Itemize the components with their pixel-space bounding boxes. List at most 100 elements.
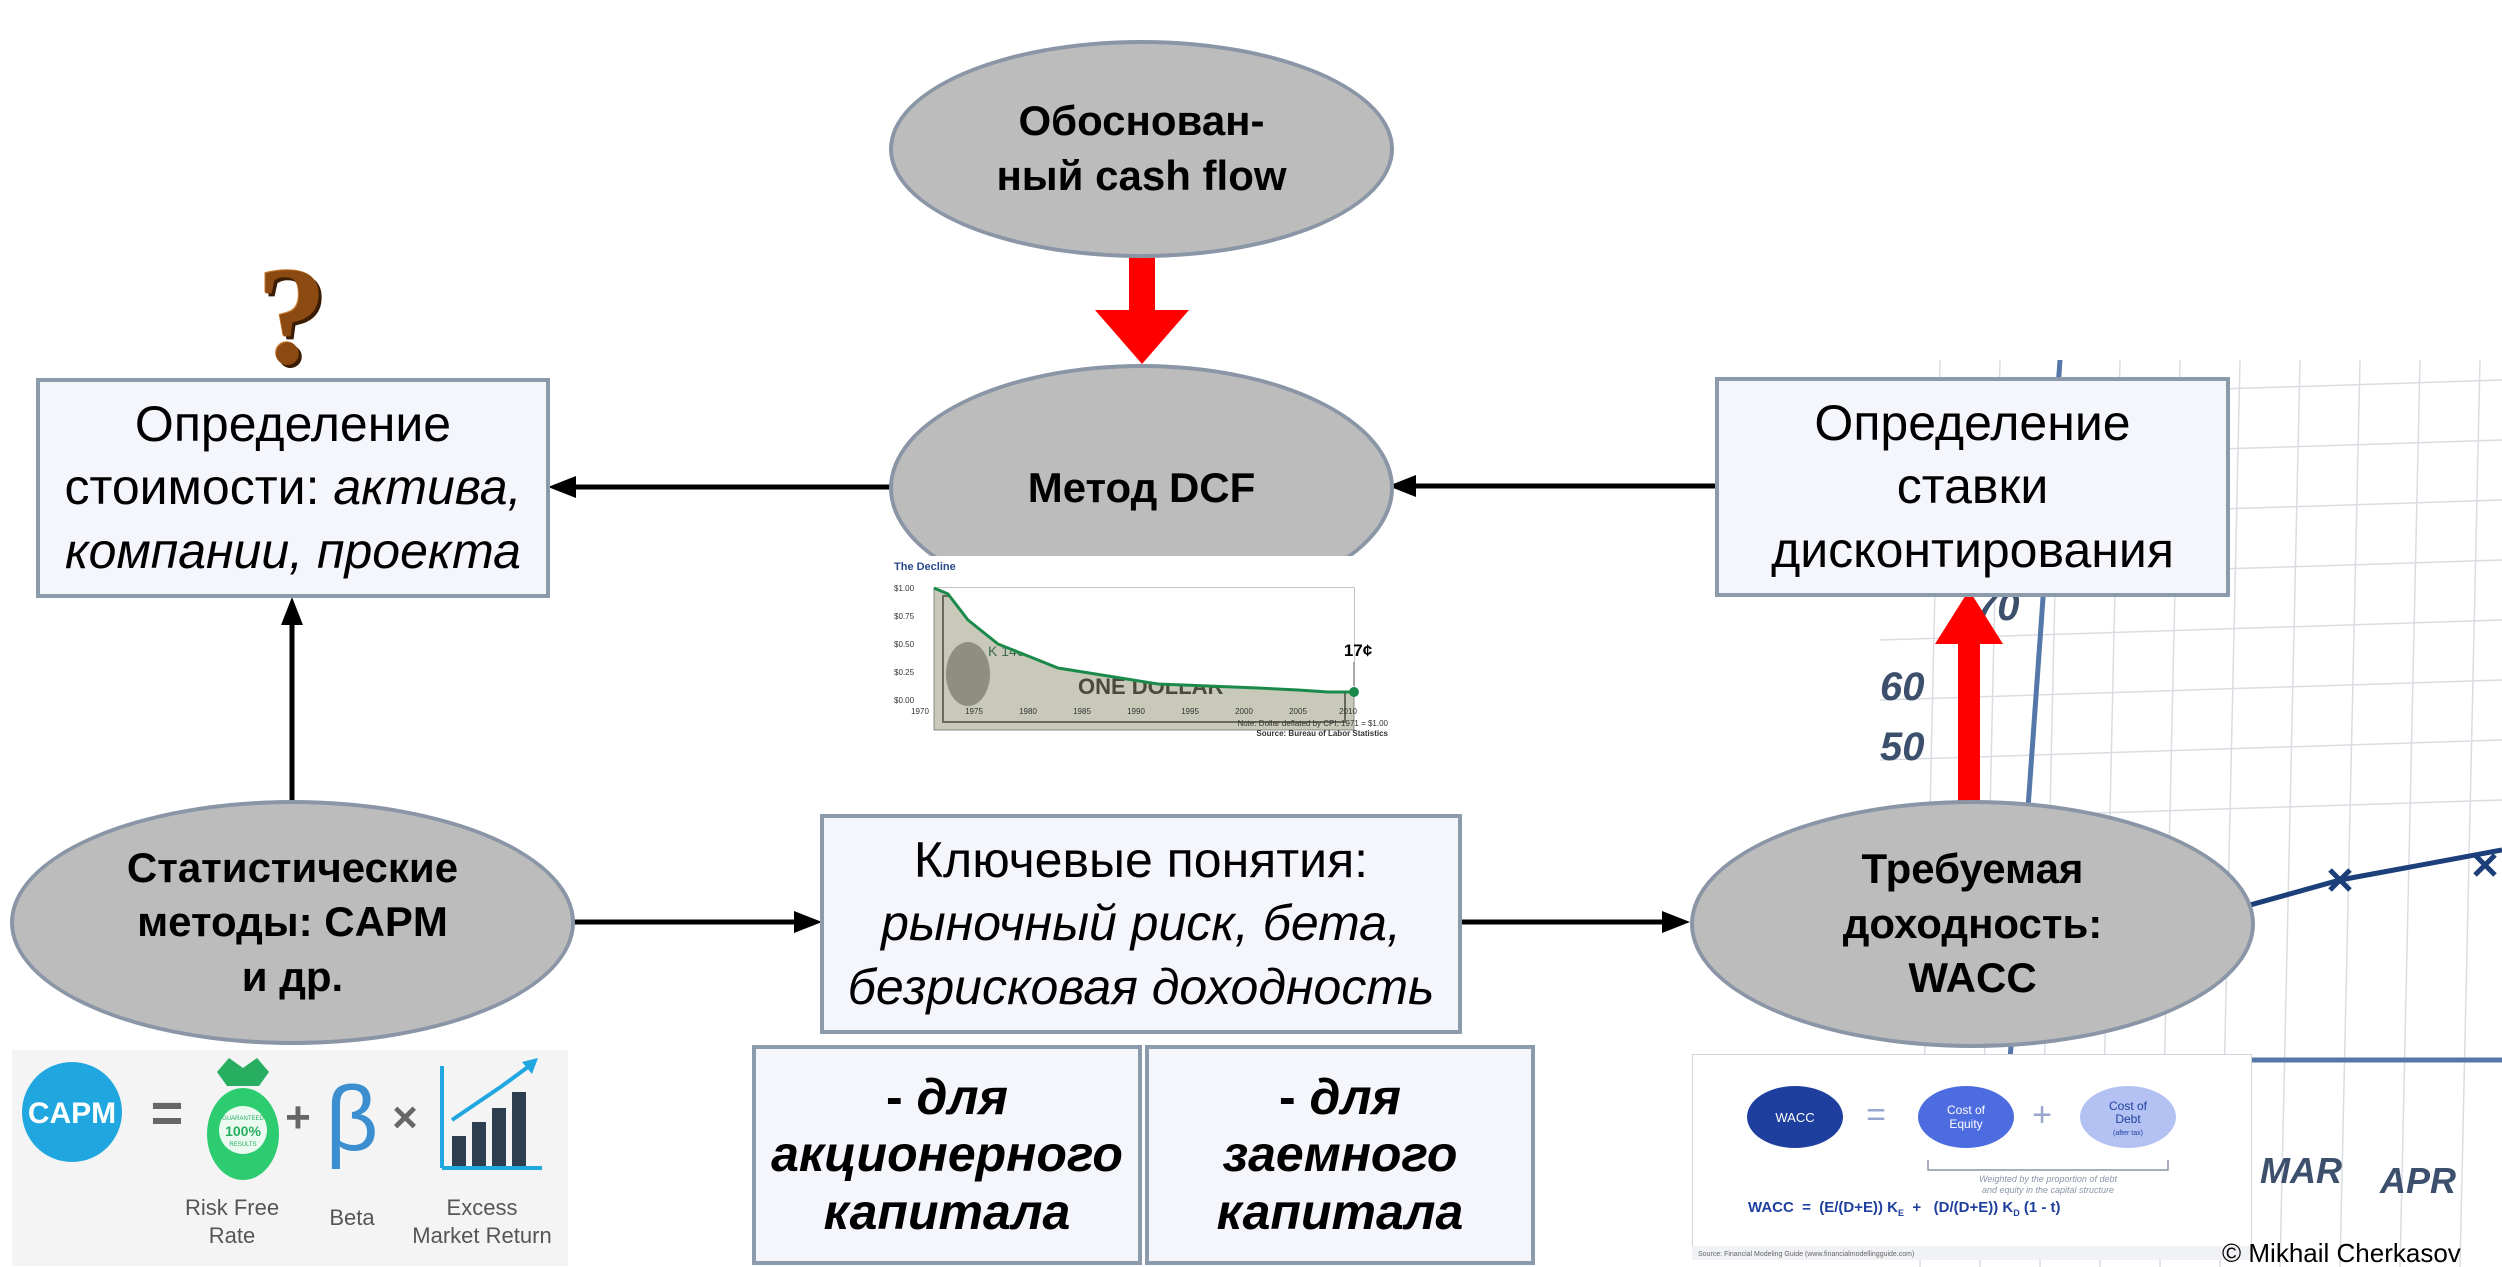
- sketch-label-mar: MAR: [2260, 1150, 2342, 1191]
- x-tick-1975: 1975: [965, 707, 983, 716]
- equity-line-2: акционерного: [771, 1126, 1123, 1183]
- capm-label-risk-free-1: Risk Free: [185, 1195, 279, 1220]
- key-box-line-3: безрисковая доходность: [847, 958, 1435, 1015]
- cash-flow-line-2: ный cash flow: [996, 152, 1287, 199]
- money-bag-icon: [207, 1058, 279, 1180]
- wacc-formula-mid: + (D/(D+E)) K: [1904, 1199, 2013, 1216]
- key-box-line-1: Ключевые понятия:: [913, 831, 1369, 888]
- x-tick-1995: 1995: [1181, 707, 1199, 716]
- wacc-image-source: Source: Financial Modeling Guide (www.fi…: [1698, 1251, 1914, 1258]
- y-tick-5: $0.00: [894, 696, 915, 705]
- capm-formula-image: CAPM = GUARANTEED 100% RESULTS + β × Ris…: [12, 1050, 568, 1266]
- debt-bubble-line-1: Cost of: [2109, 1099, 2148, 1113]
- discount-box-line-3: дисконтирования: [1771, 521, 2174, 578]
- discount-rate-box: Определение ставки дисконтирования: [1715, 377, 2230, 597]
- key-concepts-box: Ключевые понятия: рыночный риск, бета, б…: [820, 814, 1462, 1034]
- bag-text-bottom: RESULTS: [229, 1142, 256, 1148]
- capm-label-beta: Beta: [329, 1205, 375, 1230]
- end-value-label: 17¢: [1344, 641, 1373, 660]
- arrow-head-up-to-value-box: [281, 597, 303, 625]
- value-box-line-3: компании, проекта: [65, 522, 521, 579]
- arrow-head-to-dcf: [1388, 475, 1416, 497]
- bag-text-top: GUARANTEED: [222, 1116, 264, 1122]
- chart-note: Note: Dollar deflated by CPI, 1971 = $1.…: [1237, 719, 1388, 728]
- wacc-sub-d: D: [2013, 1208, 2020, 1218]
- equity-bubble-line-2: Equity: [1949, 1117, 1982, 1131]
- y-tick-2: $0.75: [894, 612, 915, 621]
- beta-symbol: β: [326, 1068, 379, 1170]
- value-box-line-2: стоимости: актива,: [64, 456, 521, 520]
- arrow-head-to-value-box: [548, 476, 576, 498]
- equity-capital-box: - для акционерного капитала: [752, 1045, 1142, 1265]
- debt-capital-box: - для заемного капитала: [1145, 1045, 1535, 1265]
- stat-line-3: и др.: [241, 952, 344, 1000]
- debt-bubble-note: (after tax): [2113, 1130, 2143, 1137]
- equity-dash: -: [885, 1068, 917, 1125]
- copyright-label: © Mikhail Cherkasov: [2222, 1240, 2461, 1267]
- question-mark-icon: ?: [257, 239, 327, 394]
- x-tick-2005: 2005: [1289, 707, 1307, 716]
- x-tick-1980: 1980: [1019, 707, 1037, 716]
- bag-text-mid: 100%: [225, 1123, 261, 1139]
- y-tick-3: $0.50: [894, 640, 915, 649]
- capm-times: ×: [392, 1093, 418, 1142]
- x-tick-1990: 1990: [1127, 707, 1145, 716]
- wacc-line-2: доходность:: [1842, 899, 2103, 947]
- wacc-formula-start: WACC = (E/(D+E)) K: [1748, 1199, 1898, 1216]
- chart-title: The Decline: [894, 561, 956, 573]
- svg-text:WACC = (E/(D+E)) KE + (D/: WACC = (E/(D+E)) KE + (D/(D+E)) KD (1 - …: [1748, 1199, 2061, 1218]
- weight-note-2: and equity in the capital structure: [1982, 1185, 2114, 1195]
- x-tick-1985: 1985: [1073, 707, 1091, 716]
- debt-word-for: для: [1309, 1068, 1401, 1125]
- wacc-sub-e: E: [1898, 1208, 1904, 1218]
- capm-badge-text: CAPM: [28, 1097, 116, 1130]
- value-box-asset: актива,: [333, 459, 522, 516]
- equity-word-for: для: [916, 1068, 1008, 1125]
- value-box-plain-text: стоимости:: [64, 459, 334, 516]
- equity-bubble-line-1: Cost of: [1947, 1103, 1986, 1117]
- wacc-equals: =: [1866, 1096, 1886, 1134]
- statistical-methods-ellipse: Статистические методы: CAPM и др.: [10, 800, 575, 1045]
- sketch-label-60: 60: [1880, 665, 1925, 709]
- wacc-bubble-text: WACC: [1775, 1110, 1814, 1125]
- weight-note-1: Weighted by the proportion of debt: [1979, 1174, 2117, 1184]
- stat-line-1: Статистические: [126, 843, 459, 891]
- discount-box-line-1: Определение: [1814, 394, 2131, 451]
- capm-label-risk-free-2: Rate: [209, 1223, 255, 1248]
- debt-line-2: заемного: [1222, 1126, 1458, 1183]
- sketch-label-50: 50: [1880, 725, 1925, 769]
- wacc-formula-image: WACC = Cost of Equity + Cost of Debt (af…: [1692, 1054, 2252, 1260]
- wacc-line-1: Требуемая: [1861, 845, 2084, 893]
- red-arrow-head-up: [1935, 590, 2003, 644]
- equity-line-3: капитала: [823, 1183, 1071, 1240]
- equity-line-1: - для: [886, 1069, 1008, 1127]
- capm-equals: =: [151, 1081, 184, 1144]
- bar-chart-growth-icon: [440, 1058, 542, 1170]
- sketch-label-apr: APR: [2379, 1160, 2456, 1201]
- value-determination-box: Определение стоимости: актива, компании,…: [36, 378, 550, 598]
- capm-label-excess-1: Excess: [447, 1195, 518, 1220]
- dcf-method-label: Метод DCF: [1027, 463, 1256, 511]
- red-arrow-head-down: [1095, 310, 1189, 364]
- wacc-line-3: WACC: [1908, 954, 2037, 1002]
- stat-line-2: методы: CAPM: [137, 898, 448, 946]
- arrow-head-to-key-box: [794, 911, 822, 933]
- x-tick-2000: 2000: [1235, 707, 1253, 716]
- required-return-wacc-ellipse: Требуемая доходность: WACC: [1690, 800, 2255, 1048]
- cash-flow-line-1: Обоснован-: [1018, 97, 1265, 145]
- x-tick-1970: 1970: [911, 707, 929, 716]
- key-box-line-2: рыночный риск, бета,: [881, 895, 1401, 952]
- discount-box-line-2: ставки: [1896, 458, 2049, 515]
- wacc-plus: +: [2032, 1096, 2052, 1134]
- debt-line-1: - для: [1279, 1069, 1401, 1127]
- debt-line-3: капитала: [1216, 1183, 1464, 1240]
- capm-plus: +: [285, 1093, 311, 1142]
- y-tick-4: $0.25: [894, 668, 915, 677]
- arrow-head-to-wacc: [1662, 911, 1690, 933]
- cash-flow-ellipse: Обоснован- ный cash flow: [889, 40, 1394, 258]
- debt-dash: -: [1278, 1068, 1310, 1125]
- chart-source: Source: Bureau of Labor Statistics: [1256, 729, 1388, 738]
- value-box-line-1: Определение: [134, 395, 452, 452]
- wacc-formula-end: (1 - t): [2020, 1199, 2061, 1216]
